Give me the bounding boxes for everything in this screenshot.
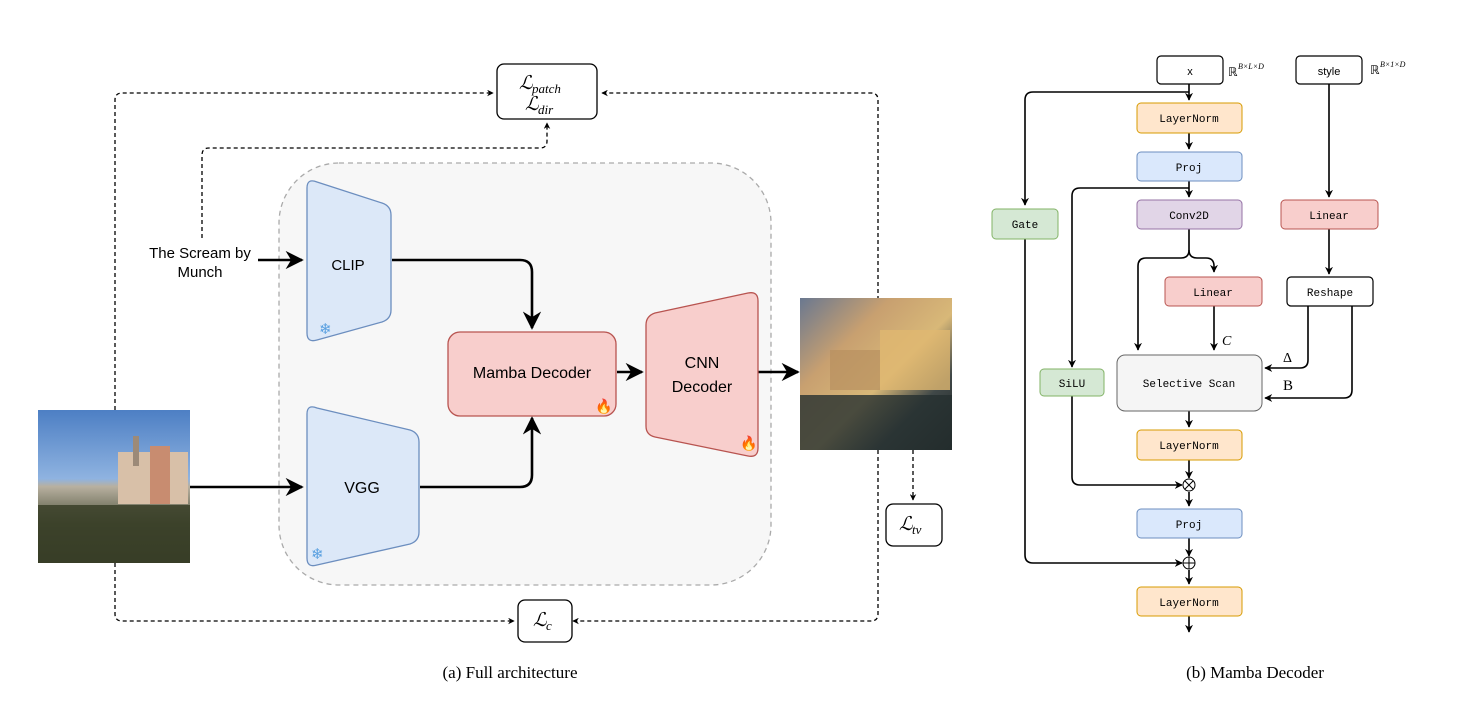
loss-tv-box: ℒ tv — [885, 503, 943, 547]
clip-encoder: CLIP ❄ — [306, 180, 392, 342]
proj-block-2: Proj — [1136, 508, 1243, 539]
loss-c-symbol: ℒ — [533, 610, 548, 631]
loss-patch-subscript: patch — [531, 81, 561, 96]
style-input-box: style — [1295, 55, 1363, 85]
selective-scan-label: Selective Scan — [1143, 379, 1235, 391]
caption-a: (a) Full architecture — [443, 663, 578, 682]
linear-block-c: Linear — [1164, 276, 1263, 307]
gate-label: Gate — [1012, 220, 1038, 232]
loss-dir-subscript: dir — [538, 102, 554, 117]
loss-connections — [114, 89, 917, 625]
linear-block-style: Linear — [1280, 199, 1379, 230]
text-prompt-line2: Munch — [177, 264, 222, 281]
caption-b: (b) Mamba Decoder — [1186, 663, 1324, 682]
loss-patch-dir-box: ℒ patch ℒ dir — [496, 63, 598, 120]
reshape-block: Reshape — [1286, 276, 1374, 307]
silu-block: SiLU — [1039, 368, 1105, 397]
decoder-connections — [1021, 84, 1353, 633]
proj-label: Proj — [1176, 520, 1202, 532]
panel-b: x ℝ B×L×D style ℝ B×1×D LayerNorm Proj C… — [991, 55, 1406, 682]
x-shape: ℝ — [1228, 65, 1238, 79]
multiply-node — [1182, 478, 1196, 492]
fire-icon: 🔥 — [595, 398, 612, 415]
clip-label: CLIP — [331, 257, 364, 274]
loss-tv-symbol: ℒ — [899, 514, 914, 535]
layernorm-block-1: LayerNorm — [1136, 102, 1243, 134]
loss-dir-symbol: ℒ — [525, 94, 540, 115]
x-shape-exponent: B×L×D — [1238, 62, 1264, 71]
snowflake-icon: ❄ — [319, 321, 332, 338]
layernorm-label: LayerNorm — [1159, 114, 1219, 126]
style-shape-exponent: B×1×D — [1380, 60, 1406, 69]
linear-label: Linear — [1193, 288, 1233, 300]
c-param-label: C — [1222, 334, 1232, 349]
loss-patch-symbol: ℒ — [519, 73, 534, 94]
linear-label: Linear — [1309, 211, 1349, 223]
stylized-output-image — [800, 298, 952, 450]
layernorm-label: LayerNorm — [1159, 598, 1219, 610]
panel-a: CLIP ❄ VGG ❄ Mamba Decoder 🔥 CNN Decoder… — [38, 63, 952, 682]
conv2d-block: Conv2D — [1136, 199, 1243, 230]
conv2d-label: Conv2D — [1169, 211, 1209, 223]
loss-c-box: ℒ c — [517, 599, 573, 643]
gate-block: Gate — [991, 208, 1059, 240]
fire-icon: 🔥 — [740, 435, 757, 452]
layernorm-block-2: LayerNorm — [1136, 429, 1243, 461]
content-image — [38, 410, 190, 563]
x-input-box: x — [1156, 55, 1224, 85]
selective-scan-block: Selective Scan — [1116, 354, 1263, 412]
vgg-label: VGG — [344, 480, 380, 497]
reshape-label: Reshape — [1307, 288, 1353, 300]
loss-c-subscript: c — [546, 618, 552, 633]
layernorm-block-3: LayerNorm — [1136, 586, 1243, 617]
cnn-label-line1: CNN — [685, 355, 720, 372]
text-prompt-line1: The Scream by — [149, 245, 251, 262]
style-shape: ℝ — [1370, 63, 1380, 77]
mamba-decoder-label: Mamba Decoder — [473, 365, 592, 382]
delta-param-label: Δ — [1283, 351, 1292, 366]
mamba-decoder-block: Mamba Decoder 🔥 — [447, 331, 617, 417]
silu-label: SiLU — [1059, 379, 1085, 391]
x-label: x — [1187, 66, 1193, 78]
add-node — [1182, 556, 1196, 570]
snowflake-icon: ❄ — [311, 546, 324, 563]
layernorm-label: LayerNorm — [1159, 441, 1219, 453]
proj-block-1: Proj — [1136, 151, 1243, 182]
vgg-encoder: VGG ❄ — [306, 406, 420, 567]
proj-label: Proj — [1176, 163, 1202, 175]
cnn-decoder-block: CNN Decoder 🔥 — [645, 292, 759, 457]
cnn-label-line2: Decoder — [672, 379, 733, 396]
b-param-label: B — [1283, 378, 1293, 394]
style-label: style — [1318, 66, 1341, 78]
main-connections — [190, 250, 800, 497]
loss-tv-subscript: tv — [912, 522, 922, 537]
